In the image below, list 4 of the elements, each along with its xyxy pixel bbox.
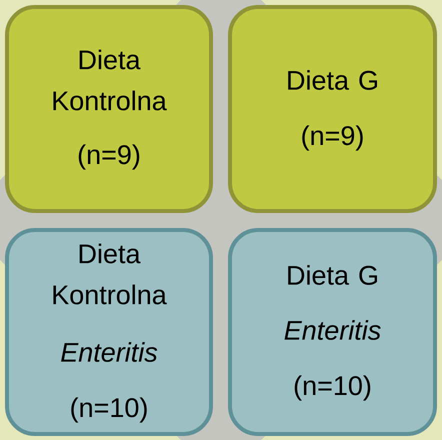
group-box: Dieta G Enteritis (n=10) xyxy=(228,228,437,436)
group-box: Dieta G (n=9) xyxy=(228,5,437,213)
group-box: Dieta Kontrolna Enteritis (n=10) xyxy=(5,228,213,436)
group-box: Dieta Kontrolna (n=9) xyxy=(5,5,213,213)
